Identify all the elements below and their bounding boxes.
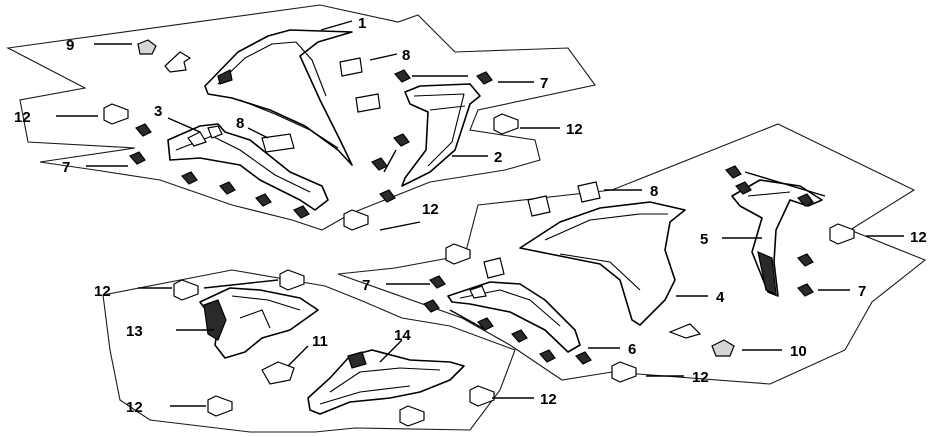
callout-12: 12 xyxy=(94,283,111,300)
clip-nut-icon-part-11 xyxy=(261,361,295,385)
screw-icon xyxy=(135,123,152,137)
callout-7: 7 xyxy=(362,277,370,294)
push-clip-icon xyxy=(279,269,305,291)
clip-icon xyxy=(483,257,505,279)
screw-icon xyxy=(797,283,814,297)
screw-icon xyxy=(423,299,440,313)
callout-7: 7 xyxy=(540,75,548,92)
screw-icon xyxy=(219,181,236,195)
inner-panel-part-2 xyxy=(401,83,481,187)
callout-8: 8 xyxy=(236,115,244,132)
screw-icon xyxy=(394,69,411,83)
clip-group-8 xyxy=(261,57,601,279)
screw-icon xyxy=(371,157,388,171)
push-clip-icon xyxy=(445,243,471,265)
screw-icon xyxy=(477,317,494,331)
leader-lines xyxy=(56,20,904,407)
region-left-upper xyxy=(6,4,596,231)
callout-14: 14 xyxy=(394,327,411,344)
screw-icon xyxy=(725,165,742,179)
screw-icon xyxy=(797,193,814,207)
screw-icon xyxy=(379,189,396,203)
screw-icon xyxy=(476,71,493,85)
callout-12: 12 xyxy=(540,391,557,408)
callout-13: 13 xyxy=(126,323,143,340)
front-cowl-part-4 xyxy=(519,201,686,326)
upper-fairing-part-1 xyxy=(204,29,353,166)
callout-8: 8 xyxy=(402,47,410,64)
screw-icon xyxy=(129,151,146,165)
screw-icon xyxy=(735,181,752,195)
clip-icon xyxy=(577,181,601,203)
callout-5: 5 xyxy=(700,231,708,248)
callout-12: 12 xyxy=(14,109,31,126)
push-clip-group-12 xyxy=(103,103,855,427)
small-bracket-icon xyxy=(164,51,192,73)
screw-icon xyxy=(429,275,446,289)
bracket-icon-part-10a xyxy=(668,323,702,339)
screw-icon xyxy=(511,329,528,343)
callout-labels: 1 9 8 7 12 3 8 12 7 2 12 8 5 12 7 4 12 7… xyxy=(14,15,927,416)
screw-icon xyxy=(539,349,556,363)
callout-7: 7 xyxy=(62,159,70,176)
push-clip-icon xyxy=(829,223,855,245)
callout-1: 1 xyxy=(358,15,366,32)
grommet-icon-part-10 xyxy=(711,339,735,357)
callout-11: 11 xyxy=(312,333,328,350)
push-clip-icon xyxy=(469,385,495,407)
push-clip-icon xyxy=(399,405,425,427)
clip-icon xyxy=(261,133,295,153)
push-clip-icon xyxy=(207,395,233,417)
push-clip-icon xyxy=(103,103,129,125)
screw-icon xyxy=(255,193,272,207)
callout-12: 12 xyxy=(692,369,709,386)
belly-pan-part-14 xyxy=(307,349,465,415)
screw-group-7 xyxy=(129,69,814,365)
callout-4: 4 xyxy=(716,289,725,306)
callout-12: 12 xyxy=(126,399,143,416)
callout-9: 9 xyxy=(66,37,74,54)
screw-icon xyxy=(293,205,310,219)
screw-icon xyxy=(575,351,592,365)
callout-2: 2 xyxy=(494,149,502,166)
clip-icon xyxy=(339,57,363,77)
callout-7: 7 xyxy=(858,283,866,300)
nut-icon-part-9 xyxy=(137,39,157,55)
callout-12: 12 xyxy=(910,229,927,246)
screw-icon xyxy=(181,171,198,185)
push-clip-icon xyxy=(173,279,199,301)
screw-icon xyxy=(797,253,814,267)
callout-10: 10 xyxy=(790,343,807,360)
clip-icon xyxy=(355,93,381,113)
callout-6: 6 xyxy=(628,341,636,358)
push-clip-icon xyxy=(611,361,637,383)
callout-12: 12 xyxy=(422,201,439,218)
screw-icon xyxy=(393,133,410,147)
region-bottom-left xyxy=(102,269,516,433)
region-right xyxy=(337,123,927,385)
callout-8: 8 xyxy=(650,183,658,200)
side-bracket-part-5 xyxy=(731,179,823,297)
clip-icon xyxy=(527,195,551,217)
lower-bracket-part-6 xyxy=(447,281,581,353)
push-clip-icon xyxy=(343,209,369,231)
bracket-part-3 xyxy=(167,123,329,211)
callout-12: 12 xyxy=(566,121,583,138)
callout-3: 3 xyxy=(154,103,162,120)
lower-cowl-part-13 xyxy=(199,287,319,359)
push-clip-icon xyxy=(493,113,519,135)
